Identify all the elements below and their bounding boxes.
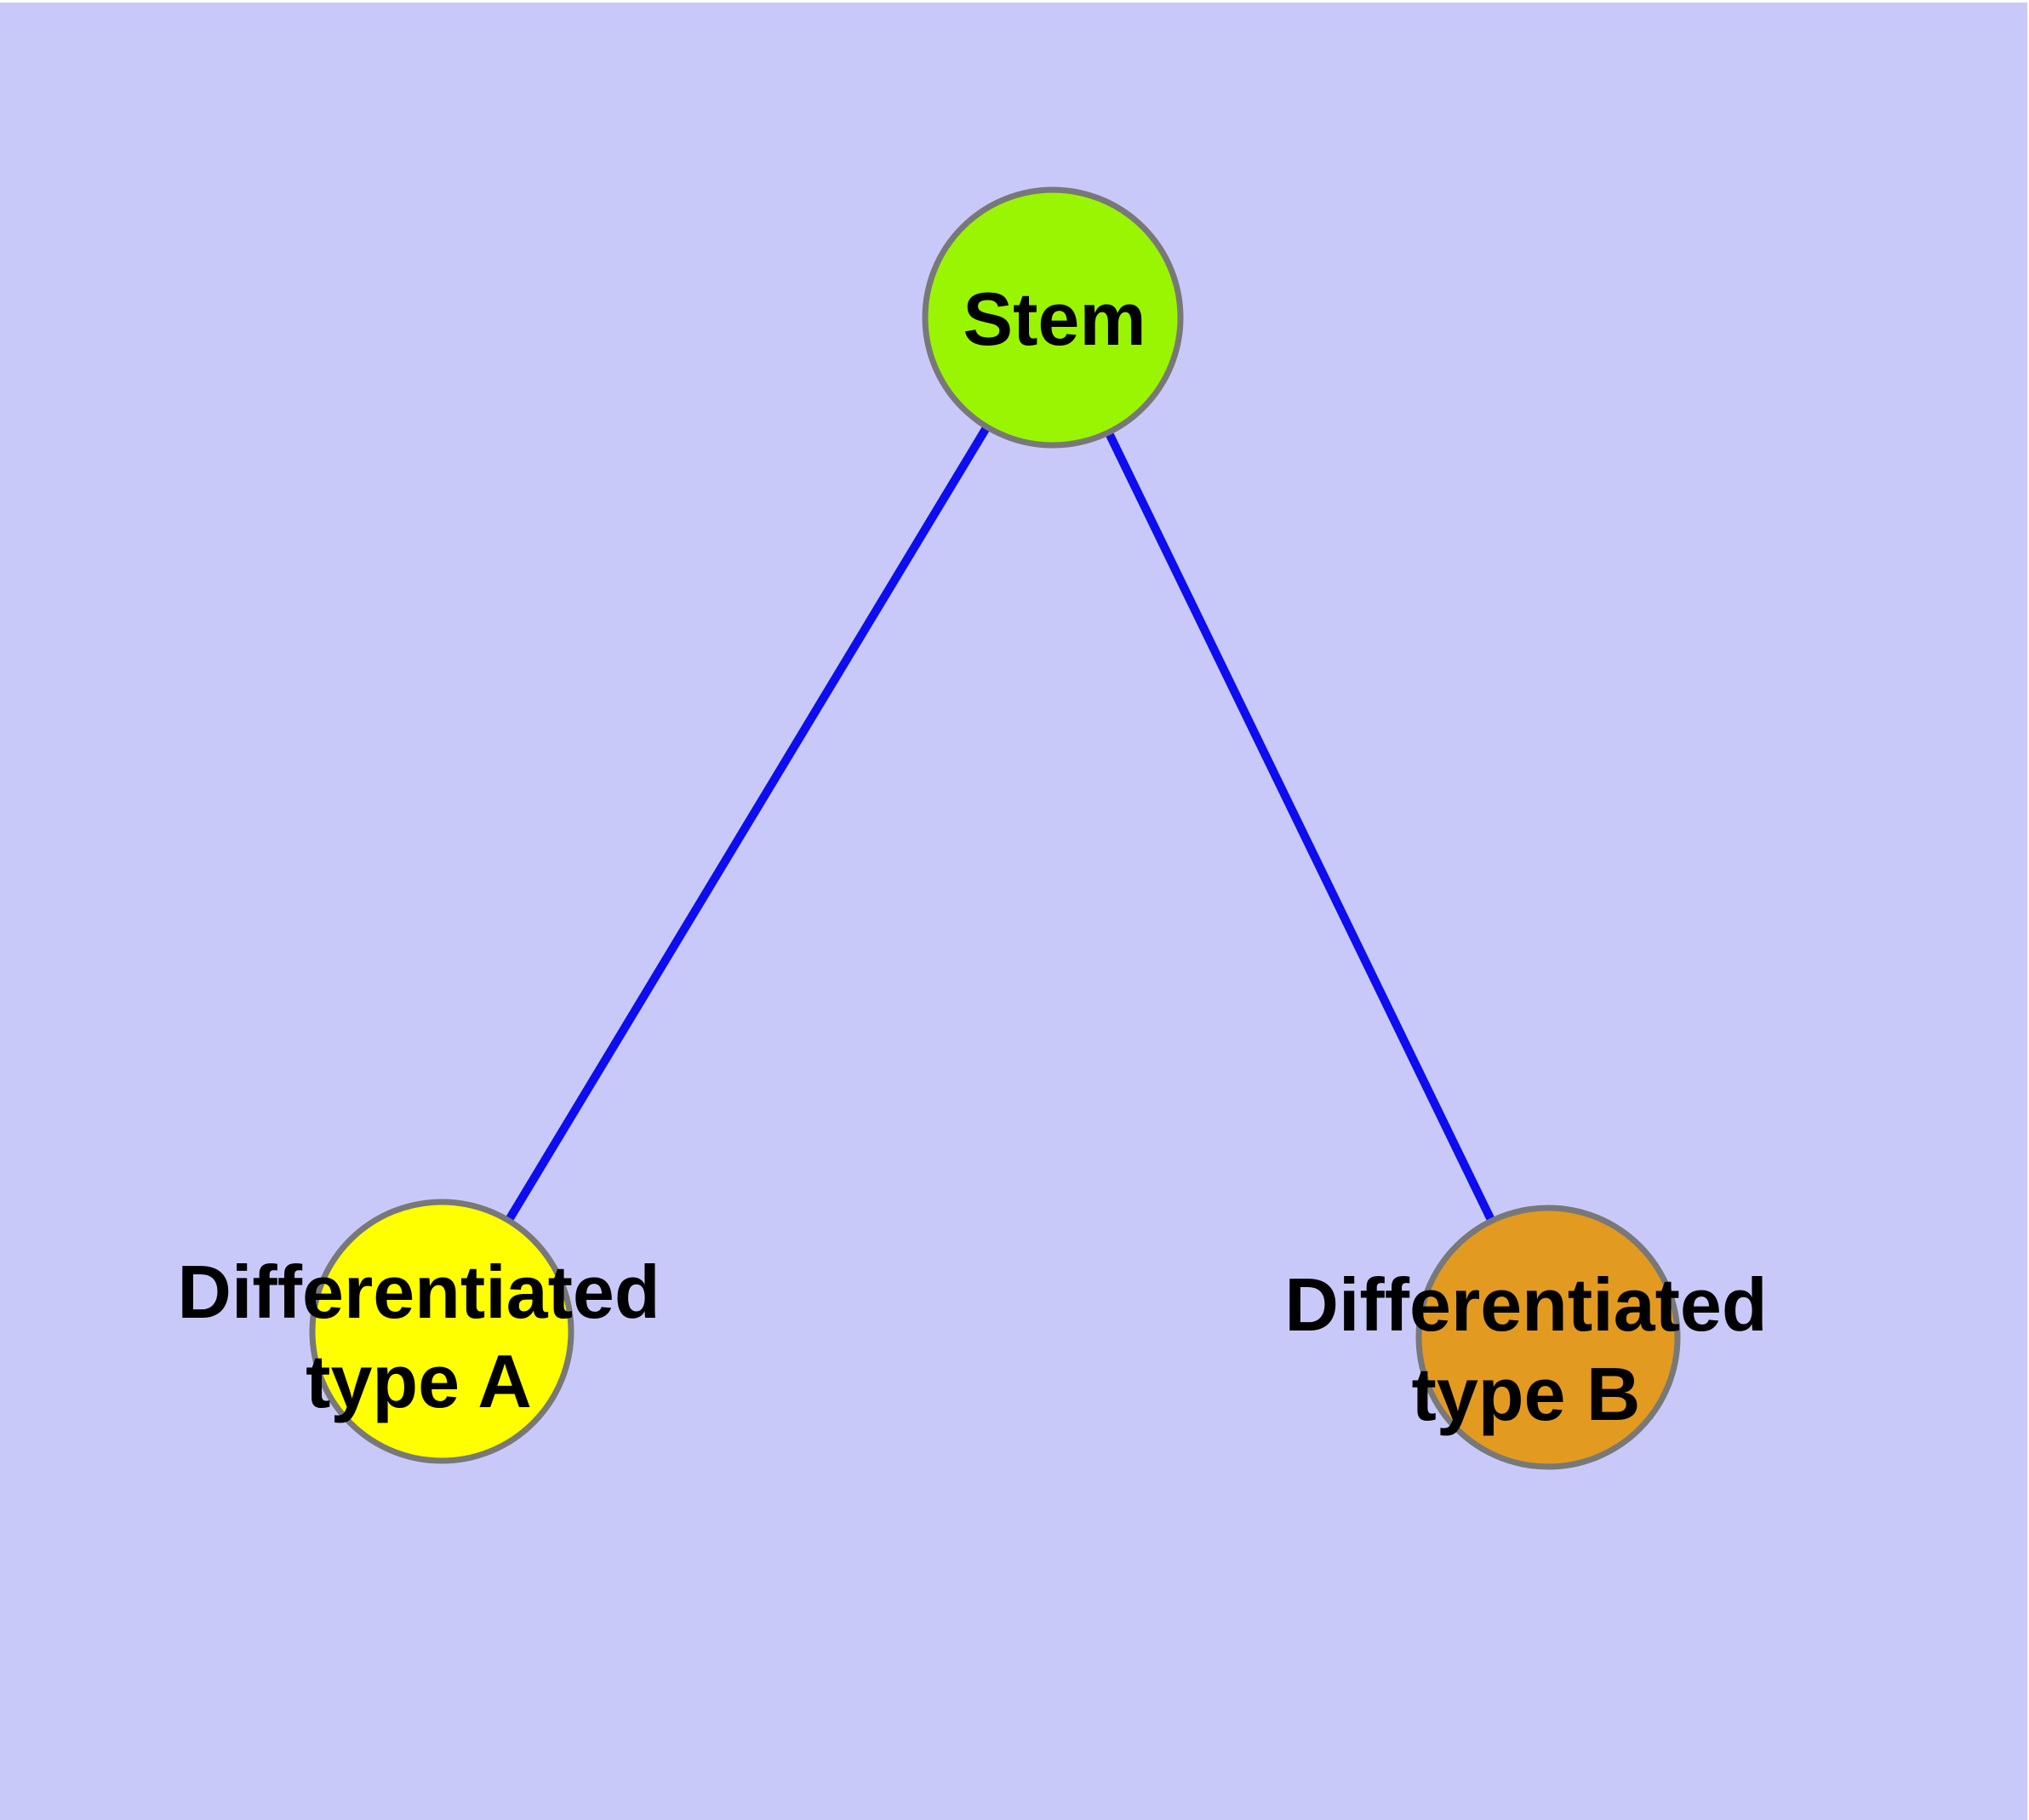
node-type-a-circle <box>309 1199 574 1464</box>
edge-stem-to-type-a <box>437 313 1057 1336</box>
node-type-b-circle <box>1415 1205 1681 1470</box>
node-type-b-label-line2: type B <box>1411 1352 1641 1436</box>
edge-stem-to-type-b <box>1049 313 1552 1342</box>
node-type-a-label-line1: Differentiated <box>177 1250 660 1334</box>
node-stem-label: Stem <box>963 277 1146 361</box>
node-stem-circle <box>922 186 1184 449</box>
node-type-a-label-line2: type A <box>306 1339 532 1423</box>
node-type-b-label: Differentiated type B <box>1143 1260 1909 1439</box>
node-type-b-label-line1: Differentiated <box>1284 1262 1768 1347</box>
node-type-a-label: Differentiated type A <box>36 1247 802 1426</box>
